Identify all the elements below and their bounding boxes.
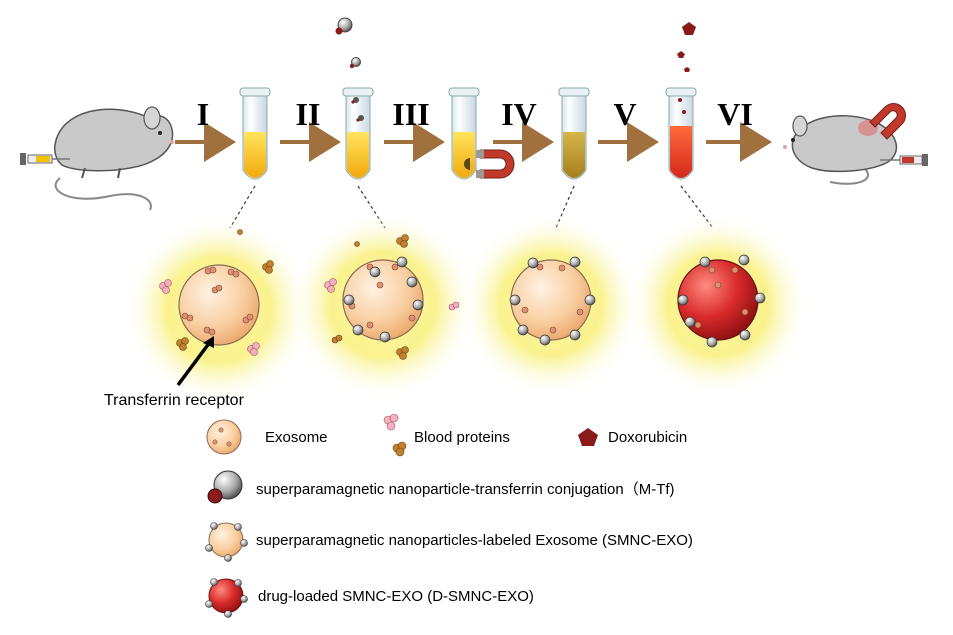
doxorubicin-falling (677, 22, 696, 72)
test-tube-2 (342, 87, 374, 180)
mouse-left (54, 106, 174, 211)
exosome-2 (342, 256, 424, 343)
test-tube-1 (239, 87, 271, 180)
legend-doxorubicin-icon (578, 428, 598, 446)
step-label-3: III (392, 96, 429, 132)
mouse-right (783, 115, 898, 185)
legend-smnc-exo-icon (205, 522, 248, 562)
blood-proteins-2 (324, 234, 460, 360)
syringe-right (880, 154, 928, 166)
test-tube-4 (558, 87, 590, 180)
syringe-left (20, 153, 70, 165)
callout-arrow (176, 336, 214, 387)
test-tube-5 (665, 87, 697, 180)
legend-blood-proteins-icon (383, 413, 407, 457)
step-label-2: II (296, 96, 321, 132)
magnet-right-icon (869, 103, 906, 140)
exosome-4-d-smnc (677, 254, 766, 348)
step-labels: I II III IV V VI (197, 96, 753, 132)
legend-d-smnc-exo-label: drug-loaded SMNC-EXO (D-SMNC-EXO) (258, 588, 534, 605)
exosome-1 (178, 264, 260, 346)
legend-m-tf-icon (207, 470, 243, 504)
exosome-3-smnc (509, 256, 596, 346)
dashed-connectors (229, 185, 714, 229)
legend: Exosome Blood proteins Doxorubicin super… (205, 413, 693, 618)
step-label-6: VI (717, 96, 753, 132)
transferrin-receptor-label: Transferrin receptor (104, 392, 245, 409)
legend-smnc-exo-label: superparamagnetic nanoparticles-labeled … (256, 532, 693, 549)
legend-blood-proteins-label: Blood proteins (414, 429, 510, 446)
blood-proteins-1 (159, 229, 274, 356)
legend-m-tf-label: superparamagnetic nanoparticle-transferr… (256, 481, 675, 498)
test-tube-3 (448, 87, 480, 180)
legend-exosome-icon (206, 419, 242, 455)
legend-d-smnc-exo-icon (205, 578, 248, 618)
legend-doxorubicin-label: Doxorubicin (608, 429, 687, 446)
step-label-1: I (197, 96, 209, 132)
mtf-particles-falling (335, 17, 361, 69)
magnet-icon (476, 149, 515, 179)
legend-exosome-label: Exosome (265, 429, 328, 446)
step-label-5: V (613, 96, 636, 132)
step-label-4: IV (501, 96, 537, 132)
